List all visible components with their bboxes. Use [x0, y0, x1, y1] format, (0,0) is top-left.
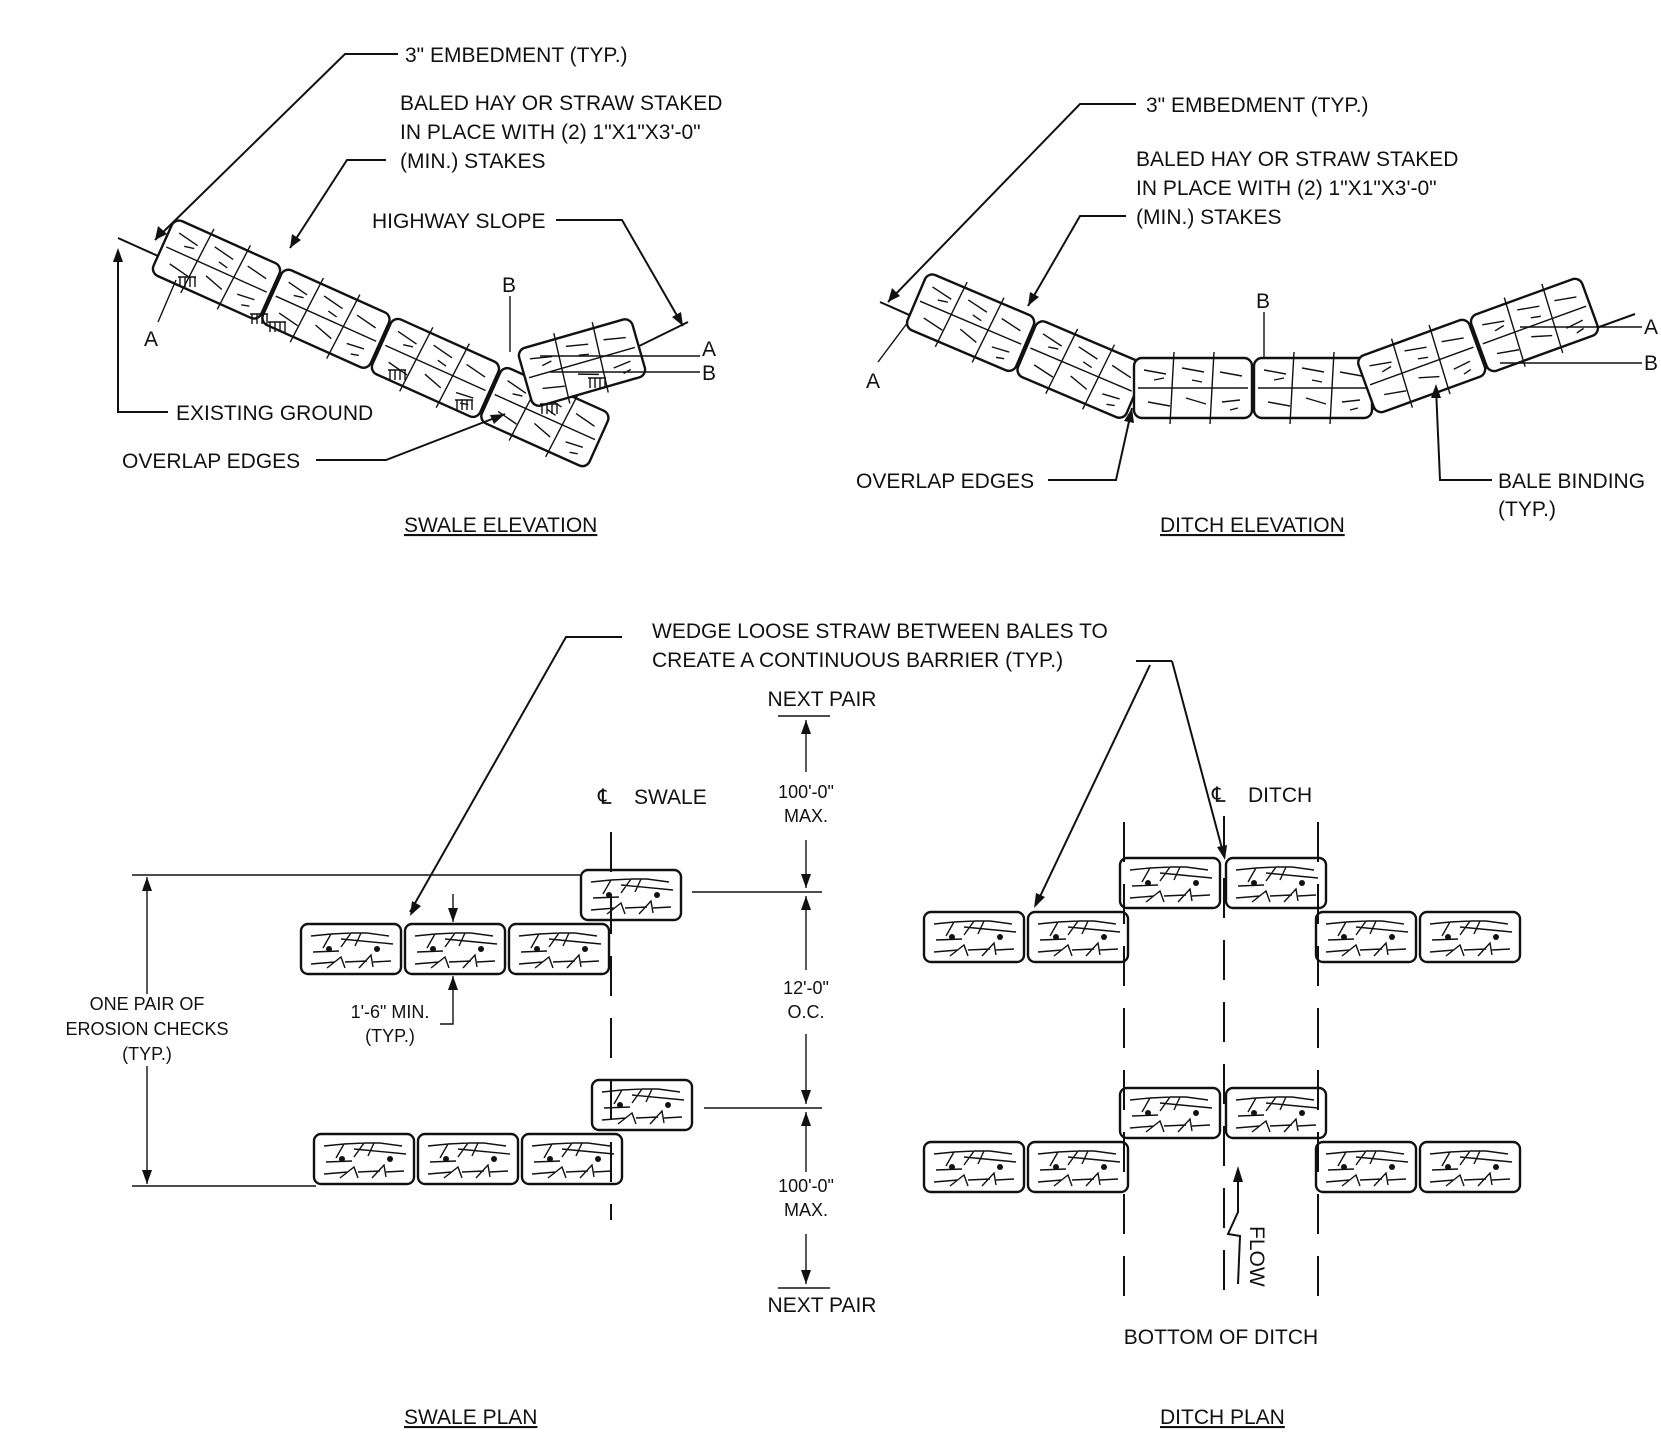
swale-plan: ONE PAIR OF EROSION CHECKS (TYP.) ℄ SWAL… [65, 688, 876, 1429]
swale-bale-note-line-3: (MIN.) STAKES [400, 150, 545, 173]
ditch-marker-b-top: B [1256, 290, 1270, 313]
swale-plan-bale [312, 1132, 416, 1186]
swale-embedment-leader [154, 53, 398, 241]
existing-ground-label: EXISTING GROUND [176, 402, 373, 425]
ditch-plan-bale [1418, 1140, 1522, 1194]
swale-marker-a-left: A [144, 328, 158, 351]
bale-binding-label-line-1: BALE BINDING [1498, 470, 1645, 493]
ditch-bale-note-line-1: BALED HAY OR STRAW STAKED [1136, 148, 1458, 171]
ditch-overlap-edges-label: OVERLAP EDGES [856, 470, 1034, 493]
ditch-plan-bale [1224, 1086, 1328, 1140]
bottom-of-ditch-label: BOTTOM OF DITCH [1124, 1326, 1318, 1349]
highway-slope-label: HIGHWAY SLOPE [372, 210, 546, 233]
ditch-bale-note-line-3: (MIN.) STAKES [1136, 206, 1281, 229]
ditch-plan-bale [1026, 910, 1130, 964]
bale-binding-label-line-2: (TYP.) [1498, 498, 1556, 521]
swale-centerline-symbol: ℄ [597, 786, 612, 809]
max-bottom-line-2: MAX. [784, 1200, 828, 1220]
ditch-elev-bale [1011, 312, 1151, 427]
ditch-plan-title: DITCH PLAN [1160, 1406, 1285, 1429]
min-spacing-line-2: (TYP.) [365, 1026, 415, 1046]
swale-plan-bale [416, 1132, 520, 1186]
ditch-elevation-title: DITCH ELEVATION [1160, 514, 1345, 537]
ditch-centerline-label: DITCH [1248, 784, 1312, 807]
ditch-elev-bale [901, 265, 1041, 381]
swale-plan-bale [590, 1078, 694, 1132]
swale-centerline-label: SWALE [634, 786, 707, 809]
ditch-bale-note-line-2: IN PLACE WITH (2) 1"X1"X3'-0" [1136, 177, 1437, 200]
swale-elevation-title: SWALE ELEVATION [404, 514, 597, 537]
swale-plan-bale [403, 922, 507, 976]
ditch-centerline-symbol: ℄ [1211, 784, 1226, 807]
min-spacing-line-1: 1'-6" MIN. [351, 1002, 430, 1022]
plan-note: WEDGE LOOSE STRAW BETWEEN BALES TO CREAT… [409, 620, 1227, 916]
ditch-plan-bale [1314, 1140, 1418, 1194]
pair-label-line-1: ONE PAIR OF [90, 994, 205, 1014]
pair-label-line-3: (TYP.) [122, 1044, 172, 1064]
plan-note-line-1: WEDGE LOOSE STRAW BETWEEN BALES TO [652, 620, 1108, 643]
ditch-plan-bale [1118, 856, 1222, 910]
swale-bale-note-line-2: IN PLACE WITH (2) 1"X1"X3'-0" [400, 121, 701, 144]
swale-plan-title: SWALE PLAN [404, 1406, 537, 1429]
ditch-plan-bale [1224, 856, 1328, 910]
pair-label-line-2: EROSION CHECKS [65, 1019, 228, 1039]
ditch-marker-a-right: A [1644, 316, 1658, 339]
ditch-plan-bale [922, 1140, 1026, 1194]
swale-bale-note-line-1: BALED HAY OR STRAW STAKED [400, 92, 722, 115]
ditch-plan-bale [1418, 910, 1522, 964]
ditch-marker-b-right: B [1644, 352, 1658, 375]
swale-overlap-edges-label: OVERLAP EDGES [122, 450, 300, 473]
swale-plan-bale [507, 922, 611, 976]
next-pair-bottom-label: NEXT PAIR [768, 1294, 877, 1317]
ditch-marker-a-left: A [866, 370, 880, 393]
swale-plan-bale [299, 922, 403, 976]
swale-plan-bale [520, 1132, 624, 1186]
flow-label: FLOW [1245, 1226, 1268, 1287]
next-pair-top-label: NEXT PAIR [768, 688, 877, 711]
swale-elev-bale [514, 310, 650, 415]
max-top-line-1: 100'-0" [778, 782, 834, 802]
swale-plan-bale [579, 868, 683, 922]
swale-marker-b-top: B [502, 274, 516, 297]
ditch-plan-bale [922, 910, 1026, 964]
ditch-plan-bale [1314, 910, 1418, 964]
ditch-elev-bale [1132, 350, 1254, 426]
swale-embedment-label: 3" EMBEDMENT (TYP.) [405, 44, 628, 67]
max-bottom-line-1: 100'-0" [778, 1176, 834, 1196]
plan-note-line-2: CREATE A CONTINUOUS BARRIER (TYP.) [652, 649, 1063, 672]
ditch-plan-bale [1026, 1140, 1130, 1194]
ditch-embedment-label: 3" EMBEDMENT (TYP.) [1146, 94, 1369, 117]
swale-marker-a-right: A [702, 338, 716, 361]
swale-elevation: 3" EMBEDMENT (TYP.) BALED HAY OR STRAW S… [113, 44, 722, 537]
spacing-oc-line-2: O.C. [787, 1002, 824, 1022]
swale-marker-b-right: B [702, 362, 716, 385]
ditch-elev-bale [1352, 310, 1491, 422]
ditch-plan: ℄ DITCH FLOW BOTTOM OF DITCH DITCH PLAN [922, 784, 1522, 1429]
ditch-elevation: 3" EMBEDMENT (TYP.) BALED HAY OR STRAW S… [856, 94, 1658, 537]
spacing-oc-line-1: 12'-0" [783, 978, 829, 998]
ditch-elev-bale [1252, 350, 1374, 426]
max-top-line-2: MAX. [784, 806, 828, 826]
flow-arrow [1226, 1170, 1242, 1285]
ditch-plan-bale [1118, 1086, 1222, 1140]
